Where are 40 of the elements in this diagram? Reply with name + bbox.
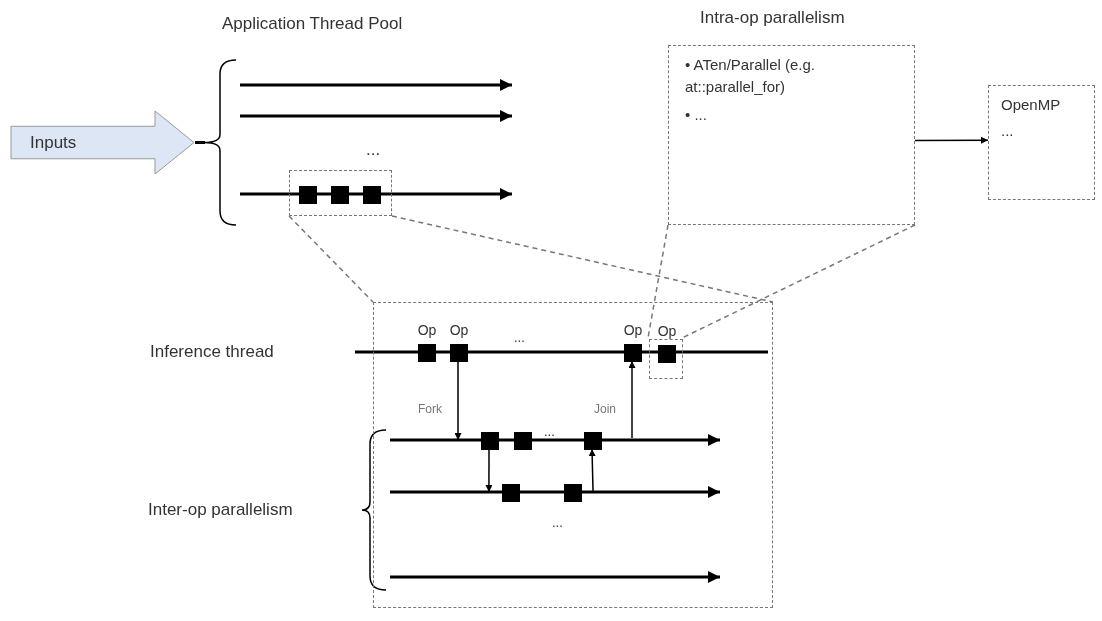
text-label: Application Thread Pool <box>222 14 403 34</box>
text-label: Inference thread <box>150 342 274 362</box>
node-label: Inputs <box>30 132 77 153</box>
op-label: Op <box>656 323 678 339</box>
op-square <box>584 432 602 450</box>
zoom-line <box>288 215 374 303</box>
list-item: ... <box>1001 122 1014 139</box>
edge-label: Fork <box>418 402 442 416</box>
dashed-box <box>373 302 773 608</box>
arrow <box>588 448 596 493</box>
op-square <box>331 186 349 204</box>
op-square <box>502 484 520 502</box>
arrow <box>454 360 462 441</box>
zoom-line <box>647 224 669 339</box>
op-square <box>481 432 499 450</box>
op-label: Op <box>622 322 644 338</box>
heading: Intra-op parallelism <box>700 8 845 28</box>
dashed-box <box>289 170 392 216</box>
edge-label: Join <box>594 402 616 416</box>
op-square <box>363 186 381 204</box>
ellipsis: ... <box>544 424 555 439</box>
dashed-box <box>988 85 1095 200</box>
zoom-line <box>391 215 774 303</box>
ellipsis: ... <box>552 515 563 530</box>
list-item: • ... <box>685 105 708 125</box>
op-label: Op <box>416 322 438 338</box>
thread-arrow <box>193 141 514 200</box>
op-label: Op <box>448 322 470 338</box>
list-item: • ATen/Parallel (e.g. at::parallel_for) <box>685 55 817 97</box>
list-item: OpenMP <box>1001 96 1061 113</box>
ellipsis: ... <box>514 330 525 345</box>
arrow <box>485 448 493 493</box>
op-square <box>514 432 532 450</box>
text-label: Inter-op parallelism <box>148 500 293 520</box>
arrow <box>914 136 989 144</box>
arrow <box>628 360 636 439</box>
zoom-line <box>681 224 916 339</box>
op-square <box>564 484 582 502</box>
ellipsis: ... <box>366 140 381 160</box>
op-square <box>299 186 317 204</box>
